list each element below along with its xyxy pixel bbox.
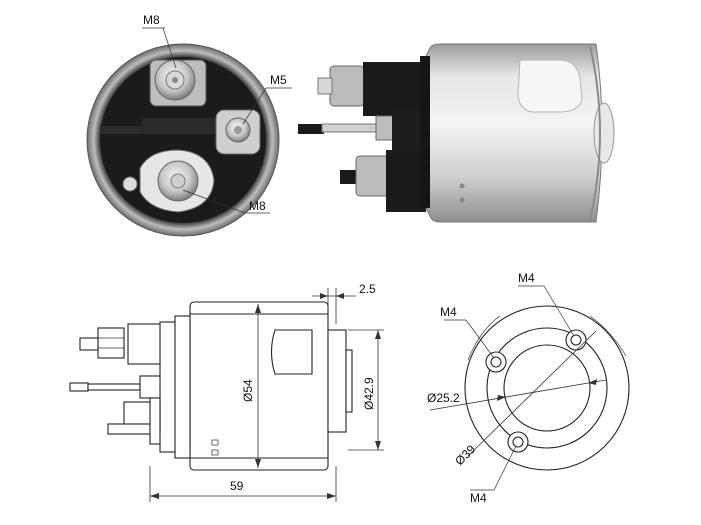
- top-nut-outline: [97, 327, 125, 359]
- label-bottom-m8: M8: [249, 199, 266, 213]
- can-dimple-1: [459, 183, 465, 189]
- bottom-block-outline: [149, 397, 161, 445]
- rear-flange: [174, 315, 191, 459]
- side-view-drawing: Ø54 Ø42.9 2.5 59: [69, 282, 384, 502]
- leader-diameter-39: [467, 330, 597, 457]
- bottom-bracket-outline: [107, 423, 151, 435]
- spade-terminal: [298, 124, 324, 134]
- dim-gap: 2.5: [359, 282, 376, 296]
- flange-arc-1: [467, 315, 501, 361]
- marker-1: [211, 439, 219, 446]
- dim-diameter-25-2: Ø25.2: [427, 391, 460, 405]
- top-nut: [329, 65, 365, 107]
- label-m4-left: M4: [440, 305, 457, 319]
- terminal-block-upper: [363, 62, 421, 116]
- marker-2: [211, 449, 219, 456]
- m5-rod: [321, 123, 383, 133]
- leader-diameter-25-2: [429, 379, 607, 411]
- can-dimple-2: [459, 197, 465, 203]
- top-stud-tip: [317, 77, 333, 95]
- boss-tip: [345, 349, 353, 413]
- leader-m4-left: [465, 319, 495, 359]
- bottom-m8-stud: [122, 149, 215, 213]
- cap-boss: [142, 118, 216, 134]
- flange-view-drawing: Ø25.2 Ø39 M4 M4 M4: [427, 271, 630, 505]
- top-m8-stud: [149, 59, 207, 107]
- cap-flange: [420, 56, 430, 208]
- m5-stud: [215, 109, 261, 155]
- bottom-nut: [355, 155, 391, 197]
- spade-outline: [69, 382, 89, 392]
- can-rim: [589, 45, 601, 221]
- photo-side-view: [298, 43, 615, 223]
- dim-diameter-42-9: Ø42.9: [362, 377, 376, 410]
- top-terminal-block: [127, 323, 161, 365]
- top-stud-outline: [79, 337, 99, 351]
- body-outline: [189, 301, 329, 471]
- window-outline: [270, 329, 313, 375]
- m5-rod-outline: [87, 383, 141, 391]
- label-m4-bottom: M4: [470, 491, 487, 505]
- plunger-end: [593, 102, 615, 164]
- leader-bottom-m8: [182, 189, 246, 214]
- boss-outline: [327, 329, 347, 433]
- dim-length: 59: [230, 479, 244, 493]
- label-m4-right: M4: [518, 271, 535, 285]
- dim-diameter-39: Ø39: [452, 442, 478, 468]
- bolt-hole-right: [565, 329, 587, 351]
- can-pressed-window: [517, 59, 583, 113]
- flange-inner-circle: [503, 344, 591, 432]
- bolt-hole-left: [485, 351, 507, 373]
- leader-m4-bottom: [493, 445, 517, 491]
- terminal-block-lower: [386, 150, 426, 212]
- leader-m5: [242, 87, 267, 125]
- leader-top-m8: [162, 27, 177, 69]
- leader-m4-right: [543, 285, 575, 337]
- label-m5: M5: [270, 73, 287, 87]
- dim-diameter-54: Ø54: [241, 379, 255, 402]
- flange-arc-2: [589, 315, 627, 357]
- photo-front-view: M8 M5 M8: [86, 13, 292, 237]
- dim-arrows-gap: [320, 293, 344, 299]
- m5-nut-outline: [139, 375, 161, 399]
- bolt-hole-bottom: [507, 431, 529, 453]
- terminal-block-middle: [392, 108, 424, 158]
- label-top-m8: M8: [143, 13, 160, 27]
